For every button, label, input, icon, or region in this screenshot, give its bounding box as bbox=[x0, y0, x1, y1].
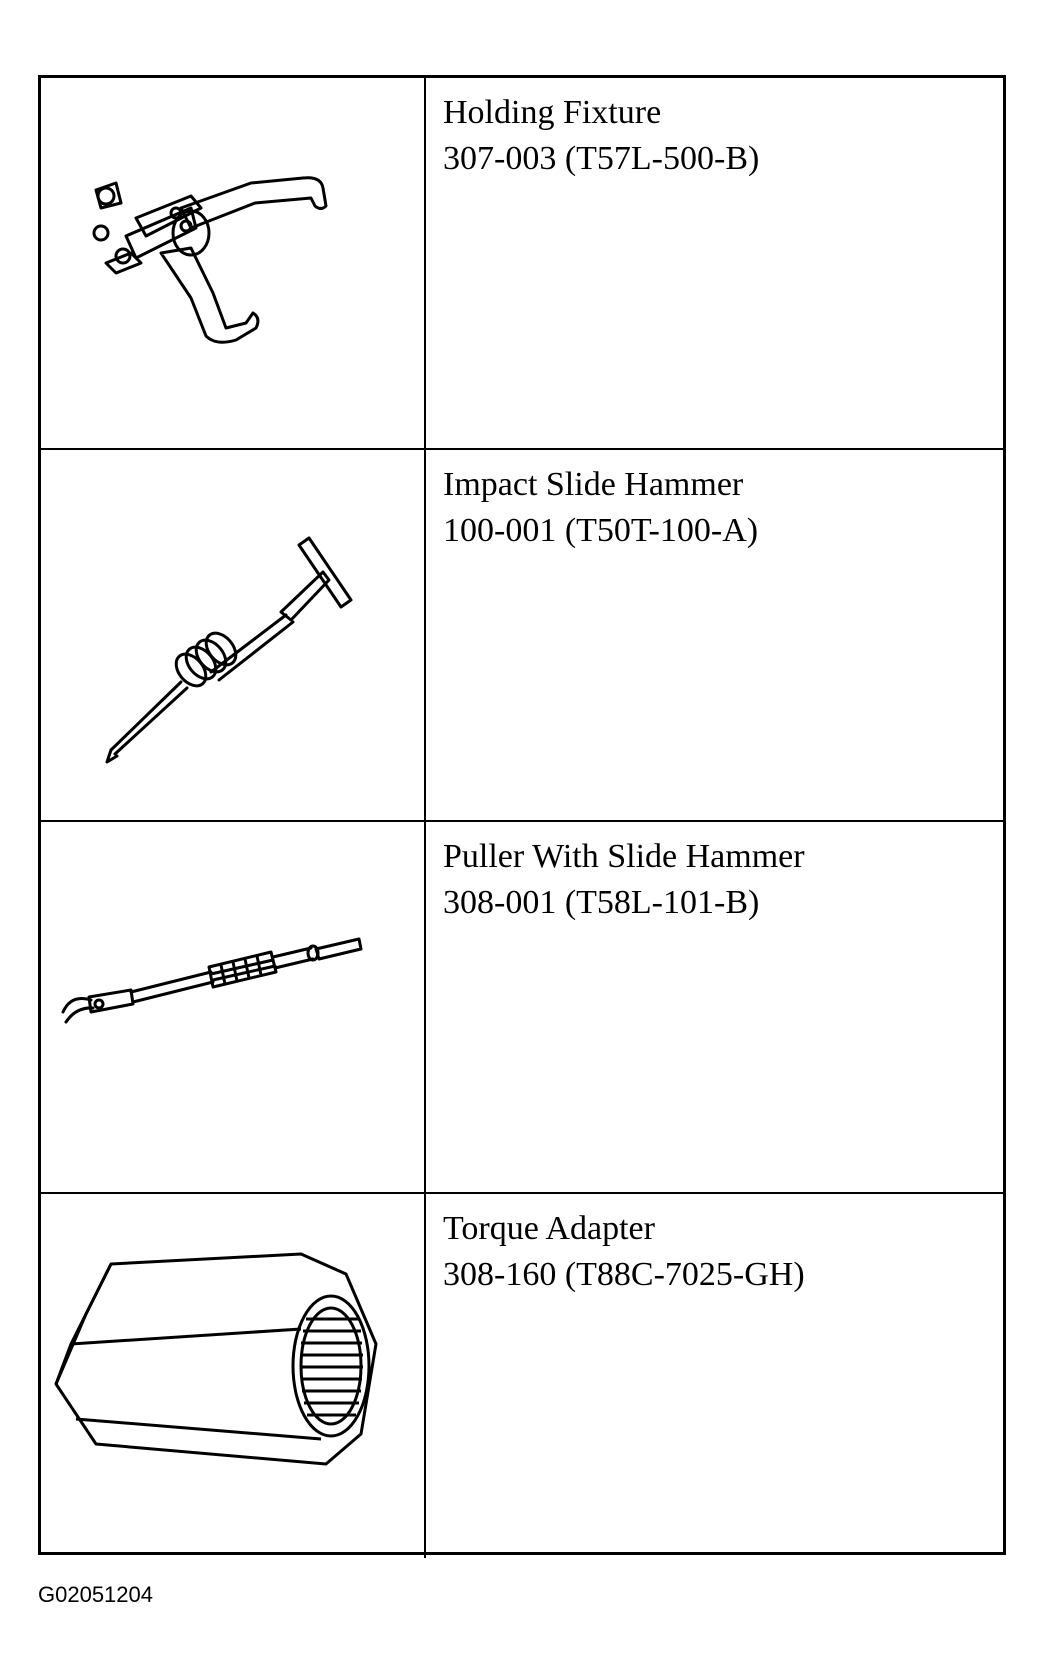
tool-row: Puller With Slide Hammer 308-001 (T58L-1… bbox=[41, 822, 1003, 1194]
tool-part-number: 308-001 (T58L-101-B) bbox=[443, 884, 760, 921]
tool-name: Impact Slide Hammer bbox=[443, 466, 744, 503]
tool-row: Holding Fixture 307-003 (T57L-500-B) bbox=[41, 78, 1003, 450]
puller-slide-hammer-icon bbox=[61, 937, 363, 1024]
tool-image-cell bbox=[41, 78, 426, 448]
tool-image-cell bbox=[41, 450, 426, 820]
tool-part-number: 100-001 (T50T-100-A) bbox=[443, 512, 759, 549]
tool-image-cell bbox=[41, 822, 426, 1192]
tool-table: Holding Fixture 307-003 (T57L-500-B) bbox=[38, 75, 1006, 1558]
tool-part-number: 307-003 (T57L-500-B) bbox=[443, 140, 760, 177]
tool-name: Torque Adapter bbox=[443, 1210, 655, 1247]
holding-fixture-icon bbox=[92, 176, 328, 344]
tool-description: Puller With Slide Hammer 308-001 (T58L-1… bbox=[443, 834, 993, 926]
tool-description: Torque Adapter 308-160 (T88C-7025-GH) bbox=[443, 1206, 993, 1298]
tool-row: Impact Slide Hammer 100-001 (T50T-100-A) bbox=[41, 450, 1003, 822]
impact-slide-hammer-icon bbox=[105, 536, 353, 764]
tool-part-number: 308-160 (T88C-7025-GH) bbox=[443, 1256, 805, 1293]
figure-id: G02051204 bbox=[38, 1582, 153, 1607]
tool-row: Torque Adapter 308-160 (T88C-7025-GH) bbox=[41, 1194, 1003, 1558]
tool-name: Puller With Slide Hammer bbox=[443, 838, 805, 875]
tool-description: Impact Slide Hammer 100-001 (T50T-100-A) bbox=[443, 462, 993, 554]
tool-description: Holding Fixture 307-003 (T57L-500-B) bbox=[443, 90, 993, 182]
torque-adapter-icon bbox=[54, 1252, 378, 1466]
tool-image-cell bbox=[41, 1194, 426, 1558]
tool-name: Holding Fixture bbox=[443, 94, 662, 131]
